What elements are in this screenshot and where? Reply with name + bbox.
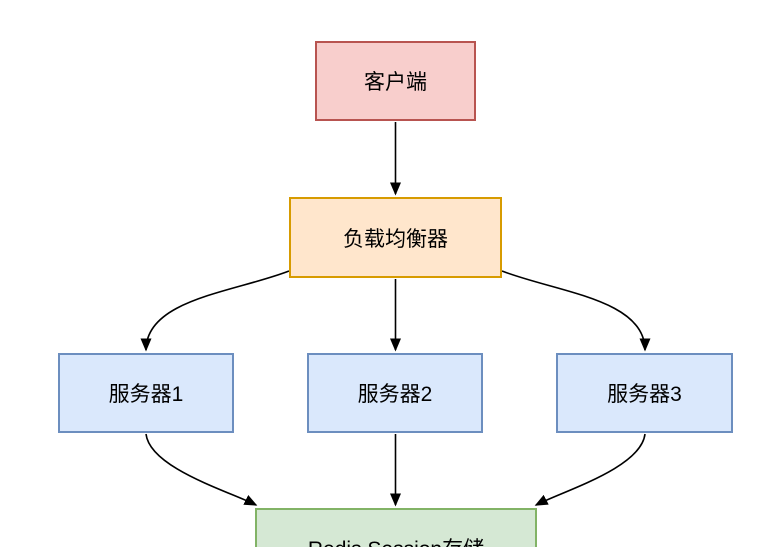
client-label: 客户端 — [364, 71, 427, 94]
server3-label: 服务器3 — [607, 383, 682, 406]
client-node: 客户端 — [315, 41, 476, 121]
load-balancer-node: 负载均衡器 — [289, 197, 502, 278]
session-store-node: Redis Session存储 — [255, 508, 537, 547]
server2-node: 服务器2 — [307, 353, 483, 433]
session-store-label: Redis Session存储 — [308, 533, 484, 547]
server3-node: 服务器3 — [556, 353, 733, 433]
server1-node: 服务器1 — [58, 353, 234, 433]
edge-server3-to-session-store — [534, 433, 646, 506]
server1-label: 服务器1 — [108, 383, 184, 406]
edge-load-balancer-to-server1 — [140, 270, 290, 352]
server2-label: 服务器2 — [357, 383, 433, 406]
edge-load-balancer-to-server3 — [501, 270, 651, 352]
load-balancer-label: 负载均衡器 — [343, 227, 448, 251]
edge-server1-to-session-store — [145, 433, 258, 506]
